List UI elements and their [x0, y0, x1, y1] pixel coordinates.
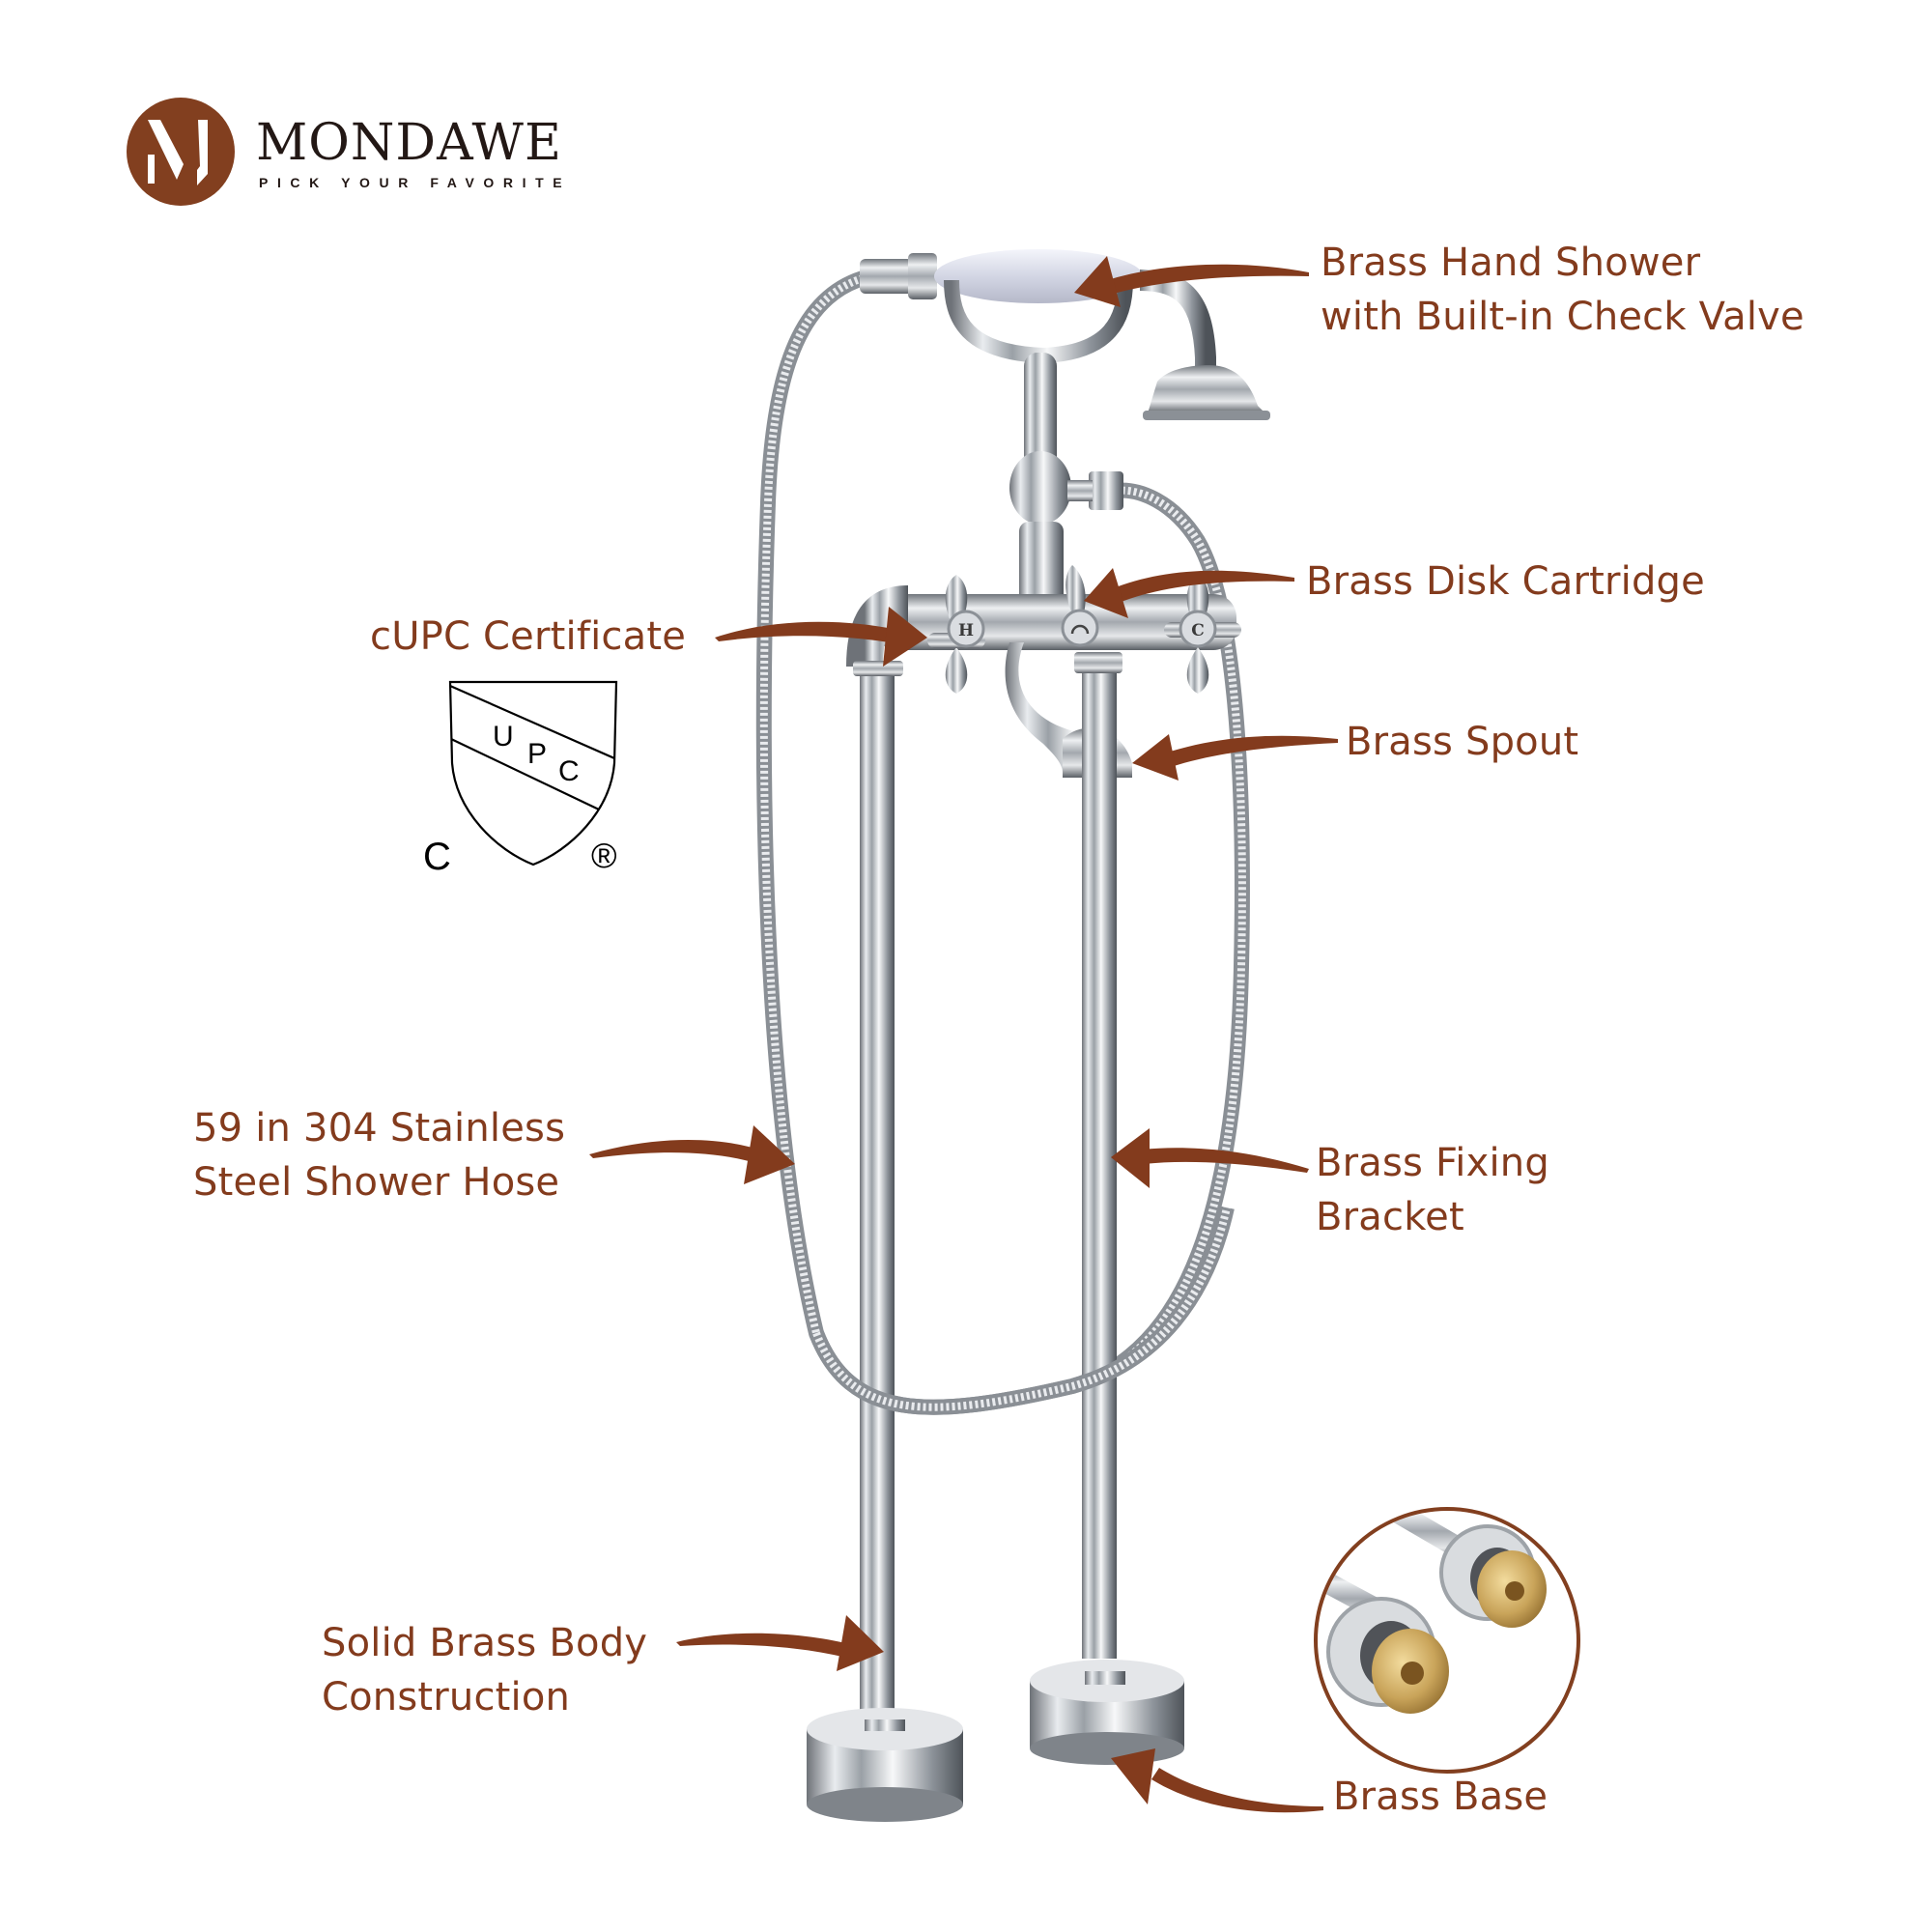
inset-ring [1314, 1507, 1580, 1774]
registered-mark: ® [591, 836, 617, 875]
shield-letter-c: C [558, 755, 580, 787]
diverter-handle [1061, 565, 1099, 647]
callout-disk-cartridge-line-1: Brass Disk Cartridge [1306, 559, 1705, 604]
faucet-body [846, 451, 1236, 778]
callout-spout: Brass Spout [1346, 715, 1578, 769]
callout-hand-shower-line-1: Brass Hand Shower [1321, 241, 1701, 285]
brass-base-closeup-icon [1318, 1511, 1577, 1770]
left-base [807, 1708, 963, 1822]
callout-arrows [589, 256, 1338, 1813]
callout-fixing-bracket-line-2: Bracket [1316, 1195, 1464, 1239]
hot-handle [927, 575, 985, 694]
m-monogram-icon [127, 98, 235, 206]
cupc-shield-icon [448, 680, 618, 867]
shield-letter-u: U [493, 721, 514, 753]
hot-handle-label: H [958, 621, 974, 640]
callout-disk-cartridge: Brass Disk Cartridge [1306, 554, 1705, 609]
shield-letter-p: P [527, 738, 547, 770]
right-standpipe [1082, 673, 1117, 1659]
diverter-arrow-icon [1070, 624, 1090, 635]
shower-hose [755, 268, 1250, 1415]
left-standpipe [860, 676, 895, 1719]
cold-handle [1164, 575, 1241, 694]
callout-shower-hose-line-2: Steel Shower Hose [193, 1160, 560, 1205]
callout-fixing-bracket-line-1: Brass Fixing [1316, 1141, 1549, 1185]
cold-handle-label: C [1191, 621, 1205, 640]
right-base [1030, 1660, 1184, 1765]
brand-name: MONDAWE [256, 114, 562, 172]
brand-tagline: PICK YOUR FAVORITE [259, 175, 572, 190]
callout-brass-body: Solid Brass Body Construction [322, 1616, 647, 1724]
hand-shower [860, 249, 1270, 473]
callout-fixing-bracket: Brass Fixing Bracket [1316, 1136, 1549, 1244]
callout-cupc: cUPC Certificate [370, 610, 686, 664]
callout-cupc-line-1: cUPC Certificate [370, 614, 687, 659]
callout-brass-body-line-2: Construction [322, 1675, 571, 1719]
callout-brass-base: Brass Base [1333, 1770, 1548, 1824]
cupc-c-mark: C [423, 836, 451, 878]
callout-hand-shower-line-2: with Built-in Check Valve [1321, 295, 1804, 339]
callout-spout-line-1: Brass Spout [1346, 720, 1579, 764]
callout-brass-base-line-1: Brass Base [1333, 1775, 1548, 1819]
callout-brass-body-line-1: Solid Brass Body [322, 1621, 648, 1665]
callout-shower-hose: 59 in 304 Stainless Steel Shower Hose [193, 1101, 565, 1209]
callout-hand-shower: Brass Hand Shower with Built-in Check Va… [1321, 236, 1804, 344]
callout-shower-hose-line-1: 59 in 304 Stainless [193, 1106, 566, 1151]
